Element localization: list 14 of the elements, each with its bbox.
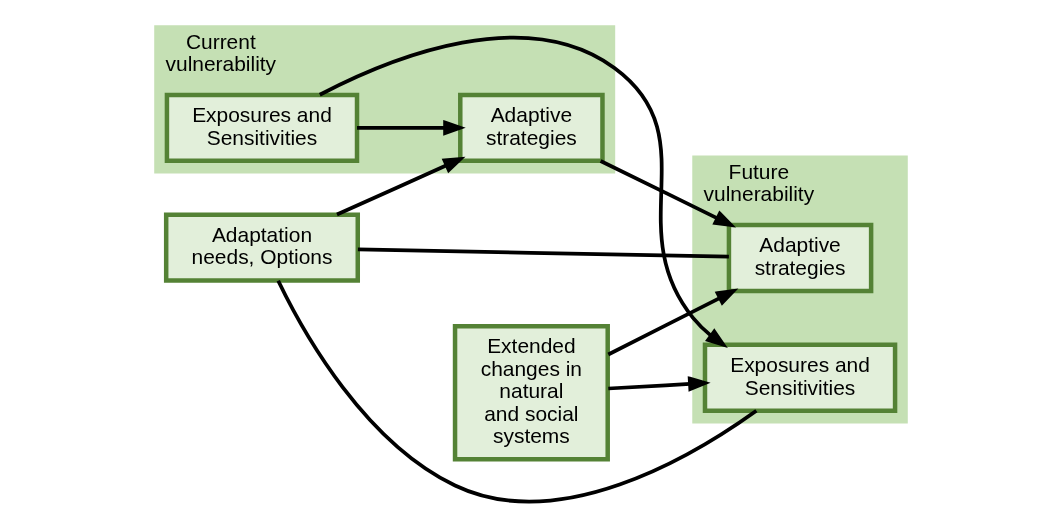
node-box: Exposures and Sensitivities — [164, 92, 359, 163]
node-box: Adaptive strategies — [457, 92, 605, 163]
connector — [357, 247, 729, 259]
node-box: Adaptation needs, Options — [163, 212, 360, 283]
arrow — [335, 156, 465, 217]
arrow — [356, 119, 466, 136]
node-box: Extended changes in natural and social systems — [452, 323, 610, 462]
arrow — [599, 159, 736, 228]
connector — [276, 279, 757, 504]
node-box: Exposures and Sensitivities — [702, 342, 897, 413]
node-box: Adaptive strategies — [726, 222, 873, 294]
arrow — [606, 288, 738, 357]
arrow — [607, 376, 711, 392]
arrow — [318, 35, 728, 348]
